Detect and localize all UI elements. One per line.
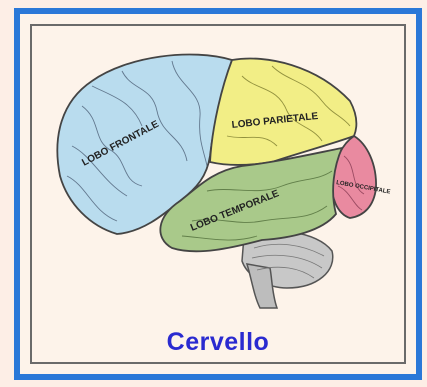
brain-diagram: LOBO FRONTALE LOBO PARIETALE LOBO TEMPOR… xyxy=(32,26,404,362)
caption-title[interactable]: Cervello xyxy=(32,328,404,357)
brain-card[interactable]: LOBO FRONTALE LOBO PARIETALE LOBO TEMPOR… xyxy=(14,8,422,380)
card-inner-frame: LOBO FRONTALE LOBO PARIETALE LOBO TEMPOR… xyxy=(30,24,406,364)
